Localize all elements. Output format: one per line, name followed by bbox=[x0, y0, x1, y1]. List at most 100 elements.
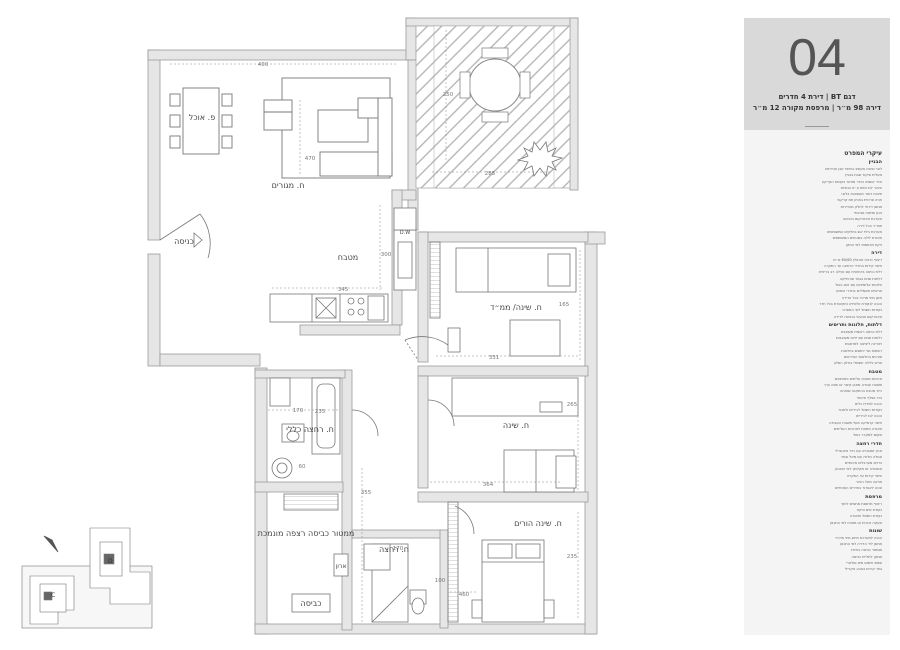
spec-item: דלת כניסה ראשית מעוצבת bbox=[841, 329, 882, 334]
spec-item: מקום למקרר כפול bbox=[853, 433, 882, 438]
spec-item: רשתות נגד יתושים בחלונות bbox=[841, 348, 882, 353]
room-label-bath: ח. רחצה bbox=[379, 545, 409, 554]
plant-icon bbox=[516, 141, 564, 177]
general-bath-fixtures bbox=[269, 377, 379, 479]
dim-label: 100 bbox=[435, 578, 446, 584]
balcony bbox=[415, 25, 571, 189]
spec-item: חלונות אלומיניום עם זיגוג כפול bbox=[835, 283, 882, 288]
spec-list: עיקרי המפרט הבניין לובי כניסה מעוצב בחיפו… bbox=[744, 130, 890, 573]
spec-item: ונטה לאוורור בחדרים הפנימיים bbox=[835, 486, 882, 491]
spec-section-heading: דירה bbox=[871, 249, 882, 256]
mamad-furniture bbox=[404, 241, 577, 361]
dim-label: 300 bbox=[381, 252, 392, 258]
dim-label: 331 bbox=[489, 355, 500, 361]
dim-label: 355 bbox=[361, 490, 372, 496]
north-arrow-icon bbox=[43, 535, 59, 553]
walls bbox=[147, 17, 606, 635]
spec-item: מראה מעל הכיור bbox=[855, 480, 882, 485]
dim-label: 460 bbox=[459, 592, 470, 598]
spec-section-heading: דלתות, חלונות ותריסים bbox=[828, 321, 882, 328]
room-label-mamad: ח. שינה/ ממ״ד bbox=[490, 303, 542, 312]
spec-item: לובי כניסה מעוצב בחיפוי אבן ואריחים bbox=[825, 167, 882, 171]
spec-item: חיפוי קרמיקה מעל משטח העבודה bbox=[829, 420, 882, 425]
room-label-master: ח. שינה הורים bbox=[514, 519, 562, 528]
room-label-kitchen: מטבח bbox=[338, 253, 358, 262]
room-label-entrance: כניסה bbox=[174, 237, 194, 246]
spec-item: הכנה למערכת מיזוג מיני מרכזי bbox=[835, 535, 882, 540]
master-furniture bbox=[447, 501, 555, 623]
dim-label: 470 bbox=[305, 156, 316, 162]
dimension-lines bbox=[170, 30, 581, 624]
spec-item: נקודות חשמל לכיריים ולתנור bbox=[838, 408, 882, 413]
laundry-area bbox=[283, 493, 349, 613]
spec-section-heading: מטבח bbox=[868, 368, 883, 375]
spec-item: ריצוף מרפסת מתאים לחוץ bbox=[841, 501, 882, 506]
room-labels: פ. אוכל ח. מגורים כניסה מטבח D.W ח. שינה… bbox=[174, 113, 562, 608]
spec-item: חיפוי קירות עד התקרה bbox=[846, 473, 882, 478]
dim-label: 60 bbox=[299, 464, 306, 470]
dw-label: D.W bbox=[400, 230, 410, 236]
room-label-storage: ממטור כביסה רצפה מונמכת bbox=[258, 529, 355, 538]
dim-label: 165 bbox=[559, 302, 570, 308]
spec-item: גמר קירות בצבע אקרילי bbox=[844, 567, 882, 572]
spec-item: תריס גלילה חשמלי בחלון הסלון bbox=[833, 361, 882, 366]
spec-item: מתקן לתליית כביסה bbox=[851, 554, 883, 559]
dim-label: 235 bbox=[315, 409, 326, 415]
spec-section-heading: הבניין bbox=[868, 159, 882, 165]
keyplan-label-d: D bbox=[108, 558, 113, 565]
keyplan-label-c: C bbox=[51, 592, 55, 599]
entrance-door[interactable] bbox=[159, 213, 211, 259]
spec-item: ברזים מערבלים איכותיים bbox=[844, 461, 882, 466]
entrance-arrow-icon bbox=[193, 232, 203, 248]
dimension-labels: 400 470 250 285 300 345 331 165 235 170 … bbox=[258, 62, 578, 598]
room-label-living: ח. מגורים bbox=[272, 181, 305, 190]
spec-title: עיקרי המפרט bbox=[844, 150, 882, 157]
dim-label: 400 bbox=[258, 62, 269, 68]
spec-item: ארון אמבטיה עם כיור אינטגרלי bbox=[834, 448, 882, 453]
spec-item: אינטרקום צבעוני בכניסה לדירה bbox=[833, 314, 882, 319]
spec-item: תיבות דואר מעוצבות בלובי bbox=[841, 192, 882, 197]
spec-item: ממ״ד בכל דירה bbox=[857, 223, 882, 228]
dim-label: 345 bbox=[338, 287, 349, 293]
spec-item: הכנה לנקודת טלוויזיה ותקשורת בכל חדר bbox=[819, 301, 882, 306]
spec-item: ניקוז מרפסות לפי התקן bbox=[845, 242, 882, 247]
spec-item: תאורת לילה בשטחים המשותפים bbox=[832, 236, 882, 241]
living-furniture bbox=[263, 77, 393, 179]
spec-item: מחסן ליד הדירה לפי התכנון bbox=[839, 542, 882, 547]
spec-section-heading: חדרי רחצה bbox=[856, 440, 882, 447]
dim-label: 250 bbox=[443, 92, 454, 98]
spec-item: ריצוף גרניט פורצלן 60/60 ס״מ bbox=[833, 257, 882, 262]
bath-fixtures bbox=[363, 543, 427, 623]
unit-type: דגם BT | דירת 4 חדרים bbox=[778, 93, 856, 101]
spec-item: חניה פרטית בחניון תת קרקעי bbox=[837, 198, 882, 203]
dim-label: 170 bbox=[393, 546, 404, 552]
spec-item: דלת כניסה ביטחונית עם נעילה רב בריחית bbox=[818, 270, 882, 275]
spec-item: תאורה מתחת לארונות העליונים bbox=[833, 426, 882, 431]
room-label-general-bath: ח. רחצה כללי bbox=[286, 425, 334, 434]
spec-item: אמבטיה או מקלחון לפי התכנון bbox=[835, 467, 882, 472]
spec-item: מעלית פיקוד שבת בבניין bbox=[844, 173, 882, 178]
unit-area: דירה 98 מ״ר | מרפסת מקורה 12 מ״ר bbox=[753, 104, 881, 112]
dim-label: 364 bbox=[483, 482, 494, 488]
spec-item: אסלה תלויה עם מיכל סמוי bbox=[841, 454, 882, 459]
spec-item: נקודות חשמל לפי המפרט bbox=[842, 308, 882, 313]
floor-plan: 400 470 250 285 300 345 331 165 235 170 … bbox=[21, 17, 606, 635]
dim-label: 170 bbox=[293, 408, 304, 414]
spec-item: מחסן דירתי לחלק מהדירות bbox=[840, 204, 882, 209]
dim-label: 285 bbox=[485, 171, 496, 177]
spec-item: נקודת מים וניקוז bbox=[856, 507, 882, 512]
room-label-bedroom: ח. שינה bbox=[503, 421, 529, 430]
unit-info-panel: 04 דגם BT | דירת 4 חדרים דירה 98 מ״ר | מ… bbox=[744, 18, 890, 635]
spec-item: סורגים בחלונות הנדרשים bbox=[843, 355, 882, 360]
spec-item: תריסים חשמליים בחדרי השינה bbox=[835, 289, 882, 294]
spec-item: מעקה זכוכית או מתכת לפי התכנון bbox=[829, 520, 882, 525]
spec-item: נקודת חשמל ותאורה bbox=[849, 514, 882, 519]
spec-section-heading: מרפסת bbox=[865, 493, 882, 500]
divider bbox=[805, 126, 829, 127]
spec-item: ארונות מטבח עליונים ותחתונים bbox=[834, 376, 882, 381]
spec-item: הכנה למדיח כלים bbox=[854, 401, 882, 406]
spec-item: מערכת אינטרקום בכניסה bbox=[842, 217, 882, 222]
spec-item: כיור מטבח בהתקנה שטוחה bbox=[839, 389, 882, 394]
spec-item: מזגן מיני מרכזי בכל הדירה bbox=[841, 295, 882, 300]
room-label-laundry: כביסה bbox=[300, 599, 321, 608]
